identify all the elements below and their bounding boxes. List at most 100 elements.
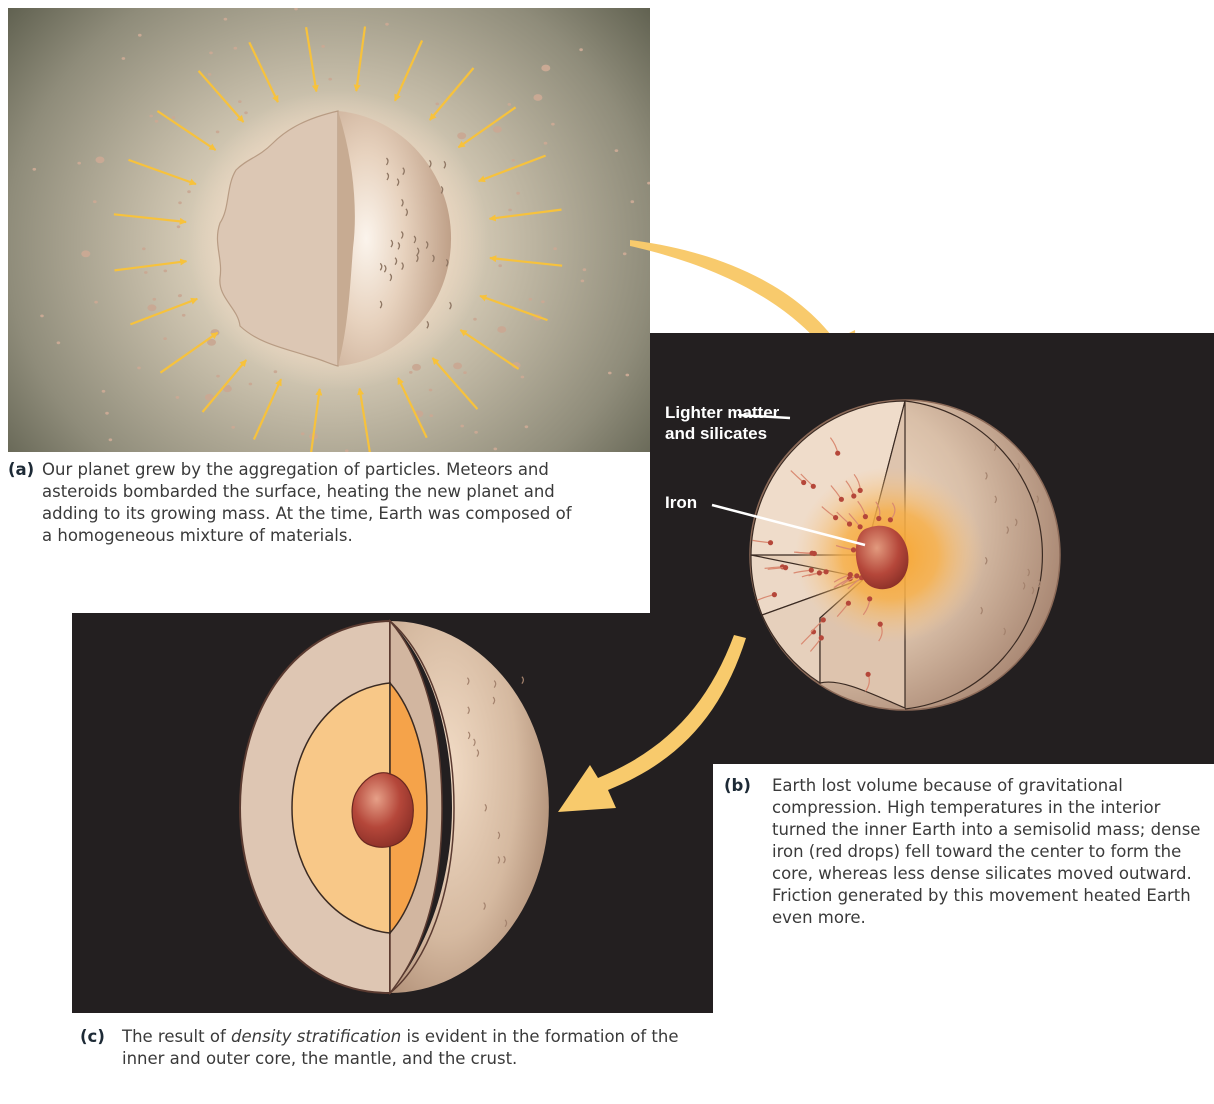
particle <box>122 57 126 60</box>
particle <box>541 65 550 72</box>
particle <box>57 341 61 344</box>
particle <box>508 103 512 106</box>
particle <box>231 426 235 429</box>
particle <box>583 268 587 271</box>
particle <box>176 396 180 399</box>
caption-c-text: The result of density stratification is … <box>122 1026 722 1070</box>
particle <box>178 201 182 204</box>
iron-drop <box>851 493 856 498</box>
particle <box>96 157 105 164</box>
iron-drop <box>772 592 777 597</box>
iron-drop <box>768 540 773 545</box>
particle <box>512 159 516 162</box>
particle <box>631 200 635 203</box>
iron-drop <box>819 635 824 640</box>
particle <box>521 376 525 379</box>
particle <box>209 52 213 55</box>
particle <box>328 78 332 81</box>
accretion-illustration <box>8 8 650 452</box>
particle <box>40 315 44 318</box>
particle <box>138 34 142 37</box>
particle <box>608 372 612 375</box>
iron-drop <box>810 551 815 556</box>
iron-drop <box>847 521 852 526</box>
particle <box>494 448 498 451</box>
particle <box>385 23 389 26</box>
particle <box>163 337 167 340</box>
iron-drop <box>824 569 829 574</box>
particle <box>94 301 98 304</box>
particle <box>155 120 159 123</box>
caption-c: (c) The result of density stratification… <box>80 1026 720 1096</box>
particle <box>238 100 242 103</box>
particle <box>216 375 220 378</box>
particle <box>244 111 248 114</box>
particle <box>412 364 421 371</box>
iron-drop <box>821 617 826 622</box>
particle <box>224 18 228 21</box>
particle <box>172 116 176 119</box>
particle <box>321 45 325 48</box>
particle <box>249 383 253 386</box>
particle <box>474 431 478 434</box>
label-lighter-matter: Lighter matter and silicates <box>665 402 785 444</box>
particle <box>579 48 583 51</box>
iron-drop <box>839 497 844 502</box>
iron-drop <box>858 488 863 493</box>
iron-drop <box>878 622 883 627</box>
particle <box>508 209 512 212</box>
particle <box>498 264 502 267</box>
particle <box>551 123 555 126</box>
particle <box>453 363 462 370</box>
caption-c-emphasis: density stratification <box>231 1027 401 1046</box>
particle <box>216 131 220 134</box>
iron-drop <box>851 547 856 552</box>
iron-drop <box>835 451 840 456</box>
particle <box>274 370 278 373</box>
particle <box>142 247 146 250</box>
iron-drop <box>854 573 859 578</box>
iron-drop <box>876 516 881 521</box>
iron-drop <box>783 565 788 570</box>
particle <box>33 168 37 171</box>
particle <box>301 432 305 435</box>
label-iron: Iron <box>665 492 697 513</box>
particle <box>234 47 238 50</box>
particle <box>149 115 153 118</box>
particle <box>516 192 520 195</box>
particle <box>147 304 156 311</box>
iron-drop <box>888 517 893 522</box>
caption-b-text: Earth lost volume because of gravitation… <box>772 775 1212 929</box>
iron-drop <box>811 484 816 489</box>
particle <box>182 314 186 317</box>
particle <box>77 162 81 165</box>
caption-a-text: Our planet grew by the aggregation of pa… <box>42 459 572 547</box>
particle <box>102 390 106 393</box>
iron-drop <box>833 515 838 520</box>
particle <box>208 73 212 76</box>
surface-mark <box>522 677 524 684</box>
caption-a: (a) Our planet grew by the aggregation o… <box>8 459 573 609</box>
iron-drop <box>817 570 822 575</box>
particle <box>137 367 141 370</box>
particle <box>430 414 434 417</box>
particle <box>409 371 413 374</box>
caption-c-tag: (c) <box>80 1026 105 1048</box>
particle <box>177 225 181 228</box>
particle <box>553 247 557 250</box>
particle <box>436 103 440 106</box>
particle <box>544 142 548 145</box>
panel-a-accretion <box>8 8 650 452</box>
particle <box>93 200 97 203</box>
iron-drop <box>809 568 814 573</box>
particle <box>615 149 619 152</box>
iron-drop <box>801 480 806 485</box>
particle <box>429 389 433 392</box>
particle <box>541 300 545 303</box>
particle <box>493 126 502 133</box>
transition-arrow-b-to-c <box>548 630 768 850</box>
iron-drop <box>863 514 868 519</box>
caption-b: (b) Earth lost volume because of gravita… <box>724 775 1214 875</box>
particle <box>460 425 464 428</box>
particle <box>497 326 506 333</box>
